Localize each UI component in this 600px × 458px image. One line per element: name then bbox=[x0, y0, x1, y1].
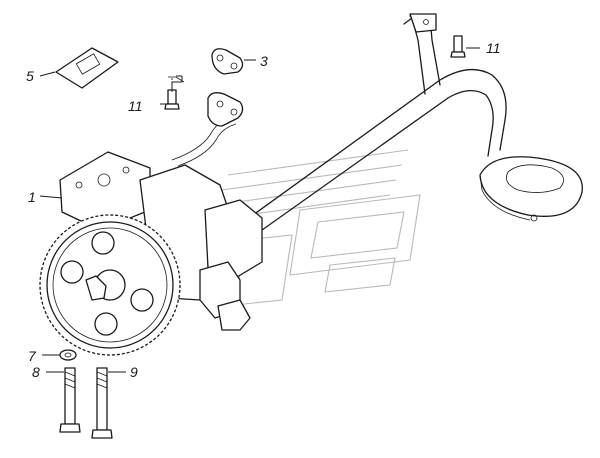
drive-gear bbox=[39, 214, 181, 356]
gasket-3 bbox=[211, 48, 244, 75]
oil-pump-body bbox=[59, 92, 263, 331]
oil-pickup-pipe bbox=[234, 13, 583, 241]
callout-9: 9 bbox=[130, 364, 138, 380]
callout-3: 3 bbox=[260, 53, 268, 69]
callout-1: 1 bbox=[28, 189, 36, 205]
leader-lines bbox=[39, 47, 480, 373]
bolt-11-left bbox=[164, 76, 185, 110]
gasket-5 bbox=[55, 47, 119, 89]
callout-7: 7 bbox=[28, 348, 37, 364]
bolt-11-upper bbox=[450, 35, 466, 58]
bolt-9 bbox=[91, 367, 113, 439]
washer-7 bbox=[59, 349, 77, 361]
callout-8: 8 bbox=[32, 364, 40, 380]
callout-11-upper: 11 bbox=[486, 40, 501, 56]
callout-11-left: 11 bbox=[128, 98, 143, 114]
bolt-8 bbox=[59, 367, 81, 433]
callout-5: 5 bbox=[26, 68, 34, 84]
